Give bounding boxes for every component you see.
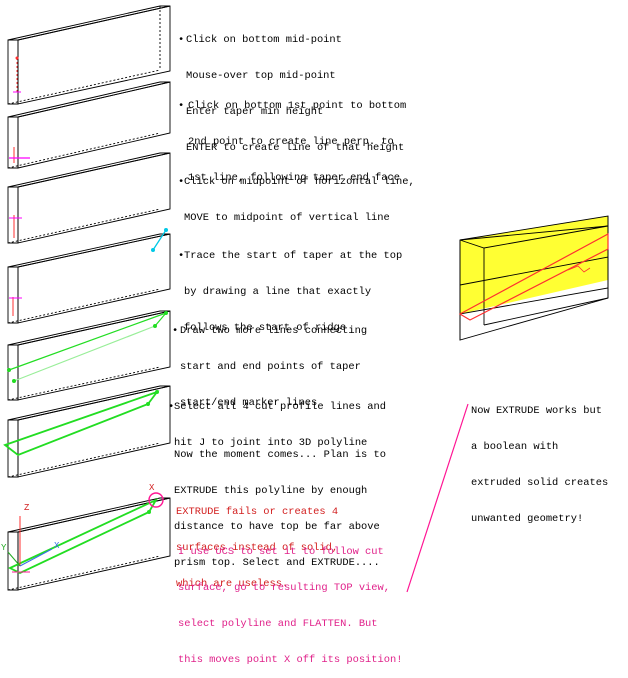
ucs-note-text: I use UCS to set it to follow cut surfac…: [178, 546, 403, 666]
step-6-lines: Select all 4 cut profile lines and hit J…: [174, 401, 387, 449]
taper-height-marker: [13, 56, 21, 93]
step-4-bullet: •: [178, 250, 185, 262]
boolean-note-pointer: [406, 403, 469, 593]
x-axis-label: X: [54, 541, 60, 551]
z-axis-label: Z: [24, 503, 30, 513]
step-1-lines: Click on bottom mid-point Mouse-over top…: [186, 34, 405, 154]
point-x-marker-label: X: [149, 483, 155, 493]
ucs-polyline: [7, 492, 164, 575]
step-3-bullet: •: [178, 176, 185, 188]
step-5-lines: Draw two more lines connecting start and…: [180, 325, 368, 409]
step-2-bullet: •: [178, 100, 185, 112]
joined-3d-polyline: [3, 390, 160, 457]
step-5-bullet: •: [172, 325, 179, 337]
step-6-bullet: •: [168, 401, 175, 413]
boolean-note-text: Now EXTRUDE works but a boolean with ext…: [471, 405, 609, 525]
prism-step-4: [7, 233, 171, 324]
perp-line-marker: [9, 147, 30, 163]
prism-step-6: [7, 385, 171, 478]
midpoint-move-marker: [9, 215, 22, 238]
prism-step-1: [7, 5, 171, 105]
step-1-text: •: [178, 34, 185, 46]
step-2-lines: Click on bottom 1st point to bottom 2nd …: [188, 100, 407, 184]
prism-step-3: [7, 152, 171, 244]
taper-extrude-tutorial: • Click on bottom mid-point Mouse-over t…: [1, 5, 609, 666]
y-axis-label: Y: [1, 543, 7, 553]
taper-connector-lines: [7, 311, 168, 383]
step-3-lines: Click on midpoint of horizontal line, MO…: [184, 176, 415, 224]
prism-step-2: [7, 81, 171, 169]
extrude-fail-text: EXTRUDE fails or creates 4 surfaces inst…: [176, 506, 339, 590]
ucs-axes: [7, 516, 53, 573]
step-4-lines: Trace the start of taper at the top by d…: [184, 250, 403, 334]
prism-step-5: [7, 310, 171, 401]
tutorial-drawings: [3, 5, 609, 593]
prism-step-7: [7, 497, 171, 591]
extrude-plan-text: Now the moment comes... Plan is to EXTRU…: [174, 449, 387, 569]
taper-start-trace: [9, 228, 168, 316]
boolean-result-prism: [458, 215, 609, 341]
